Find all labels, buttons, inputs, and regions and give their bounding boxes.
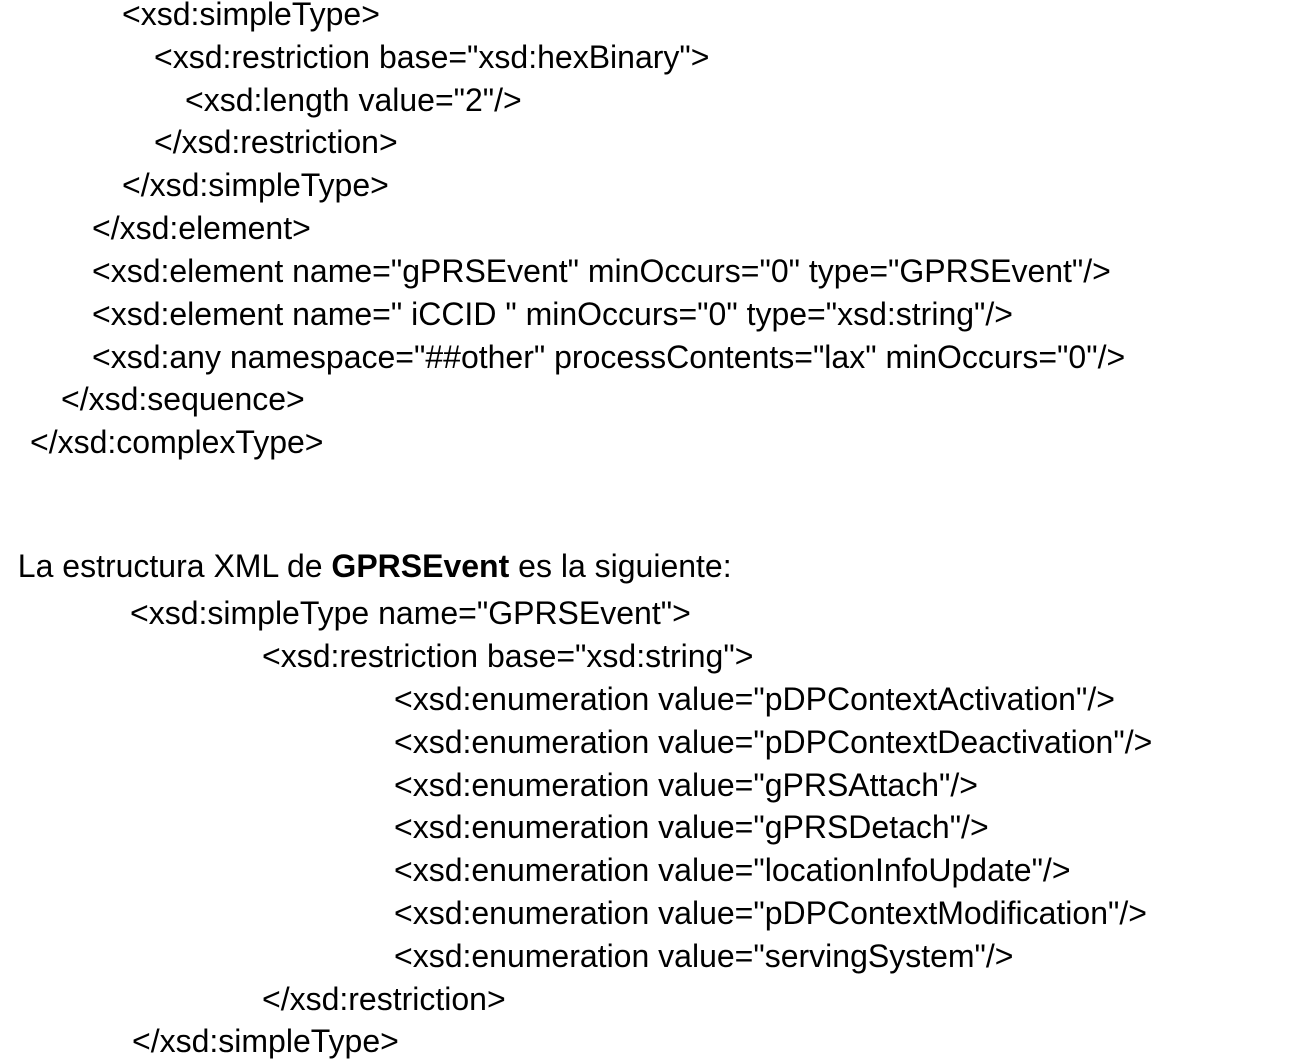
code-line: <xsd:enumeration value="locationInfoUpda… bbox=[394, 852, 1071, 888]
code-line: </xsd:element> bbox=[92, 210, 311, 246]
code-line: </xsd:restriction> bbox=[154, 124, 398, 160]
code-line: </xsd:complexType> bbox=[30, 424, 324, 460]
paragraph-text-bold: GPRSEvent bbox=[331, 548, 510, 584]
code-line: <xsd:enumeration value="gPRSDetach"/> bbox=[394, 809, 989, 845]
code-line: <xsd:restriction base="xsd:hexBinary"> bbox=[154, 39, 710, 75]
code-line: <xsd:any namespace="##other" processCont… bbox=[92, 339, 1126, 375]
code-line: <xsd:enumeration value="gPRSAttach"/> bbox=[394, 767, 978, 803]
code-line: <xsd:restriction base="xsd:string"> bbox=[262, 638, 754, 674]
paragraph-text: La estructura XML de GPRSEvent es la sig… bbox=[0, 509, 732, 584]
code-line: <xsd:enumeration value="servingSystem"/> bbox=[394, 938, 1014, 974]
code-line: </xsd:simpleType> bbox=[122, 167, 389, 203]
code-line: </xsd:simpleType> bbox=[132, 1023, 399, 1059]
code-line: <xsd:simpleType> bbox=[122, 0, 380, 32]
code-line: <xsd:element name=" iCCID " minOccurs="0… bbox=[92, 296, 1013, 332]
code-line: <xsd:enumeration value="pDPContextDeacti… bbox=[394, 724, 1153, 760]
code-line: <xsd:enumeration value="pDPContextModifi… bbox=[394, 895, 1147, 931]
code-line: <xsd:simpleType name="GPRSEvent"> bbox=[130, 595, 691, 631]
code-line: <xsd:length value="2"/> bbox=[185, 82, 522, 118]
paragraph-text-before: La estructura XML de bbox=[17, 548, 332, 584]
code-line: </xsd:restriction> bbox=[262, 981, 506, 1017]
code-line: </xsd:sequence> bbox=[61, 381, 305, 417]
paragraph-text-after: es la siguiente: bbox=[509, 548, 732, 584]
code-line: <xsd:enumeration value="pDPContextActiva… bbox=[394, 681, 1115, 717]
code-line: <xsd:element name="gPRSEvent" minOccurs=… bbox=[92, 253, 1111, 289]
